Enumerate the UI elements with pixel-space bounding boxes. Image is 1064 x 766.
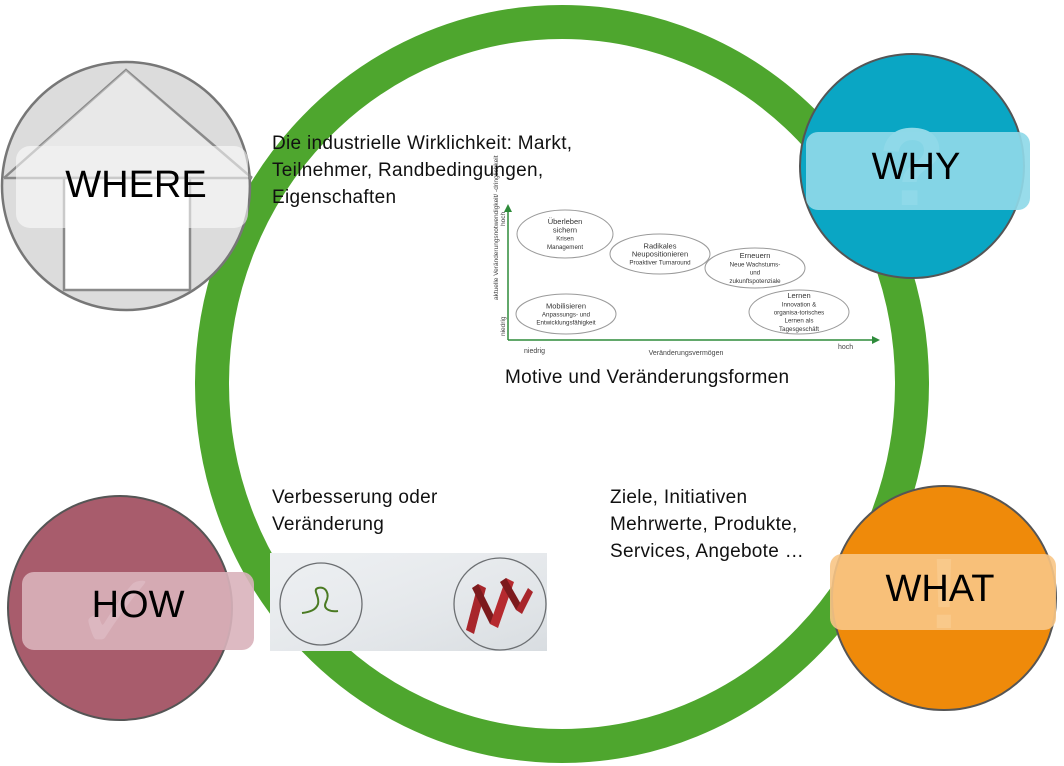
change-matrix: aktuelle Veränderungsnotwendigkeit/ -dri… xyxy=(493,155,880,357)
matrix-y-axis-label: aktuelle Veränderungsnotwendigkeit/ -dri… xyxy=(493,155,500,300)
matrix-y-high: hoch xyxy=(500,212,507,226)
ribbon-spiral-icon xyxy=(466,578,533,634)
matrix-x-high: hoch xyxy=(838,344,853,351)
matrix-x-low: niedrig xyxy=(524,348,545,355)
bubble-title: Mobilisieren xyxy=(546,301,586,310)
what-description: Ziele, Initiativen Mehrwerte, Produkte, … xyxy=(610,487,804,562)
what-node: ! xyxy=(830,485,1057,711)
loop-icon xyxy=(301,586,339,614)
bubble-title: Radikales xyxy=(644,241,677,250)
bubble-title: Erneuern xyxy=(740,251,771,260)
bubble-text: Entwicklungsfähigkeit xyxy=(536,320,595,327)
bubble-text: Krisen xyxy=(556,236,574,243)
bubble-text: sichern xyxy=(553,225,577,234)
bubble-text: Neupositionieren xyxy=(632,250,688,259)
why-node: ? xyxy=(799,53,1030,279)
cycle-ring xyxy=(195,5,929,763)
where-label: WHERE xyxy=(65,164,207,206)
bubble-text: Lernen als xyxy=(785,318,814,325)
matrix-caption: Motive und Veränderungsformen xyxy=(505,367,790,388)
how-node: ✓ xyxy=(7,495,254,721)
bubble-title: Überleben xyxy=(548,217,583,226)
how-label: HOW xyxy=(91,584,185,626)
bubble-text: Management xyxy=(547,244,583,251)
bubble-text: organisa-torisches xyxy=(774,310,825,317)
bubble-text: Anpassungs- und xyxy=(542,312,591,319)
bubble-text: zukunftspotenziale xyxy=(729,278,781,285)
how-description: Verbesserung oder Veränderung xyxy=(272,487,438,535)
change-types-image xyxy=(270,553,547,651)
bubble-text: Tagesgeschäft xyxy=(779,326,819,333)
matrix-y-low: niedrig xyxy=(500,316,507,336)
matrix-x-axis-label: Veränderungsvermögen xyxy=(649,350,724,357)
bubble-text: und xyxy=(750,270,761,277)
what-label: WHAT xyxy=(885,568,995,610)
bubble-title: Lernen xyxy=(787,291,810,300)
why-label: WHY xyxy=(871,146,961,188)
where-node xyxy=(0,60,253,312)
bubble-text: Neue Wachstums- xyxy=(730,261,781,268)
bubble-text: Proaktiver Turnaround xyxy=(629,260,691,267)
where-description: Die industrielle Wirklichkeit: Markt, Te… xyxy=(272,133,573,208)
bubble-text: Innovation & xyxy=(782,301,817,308)
